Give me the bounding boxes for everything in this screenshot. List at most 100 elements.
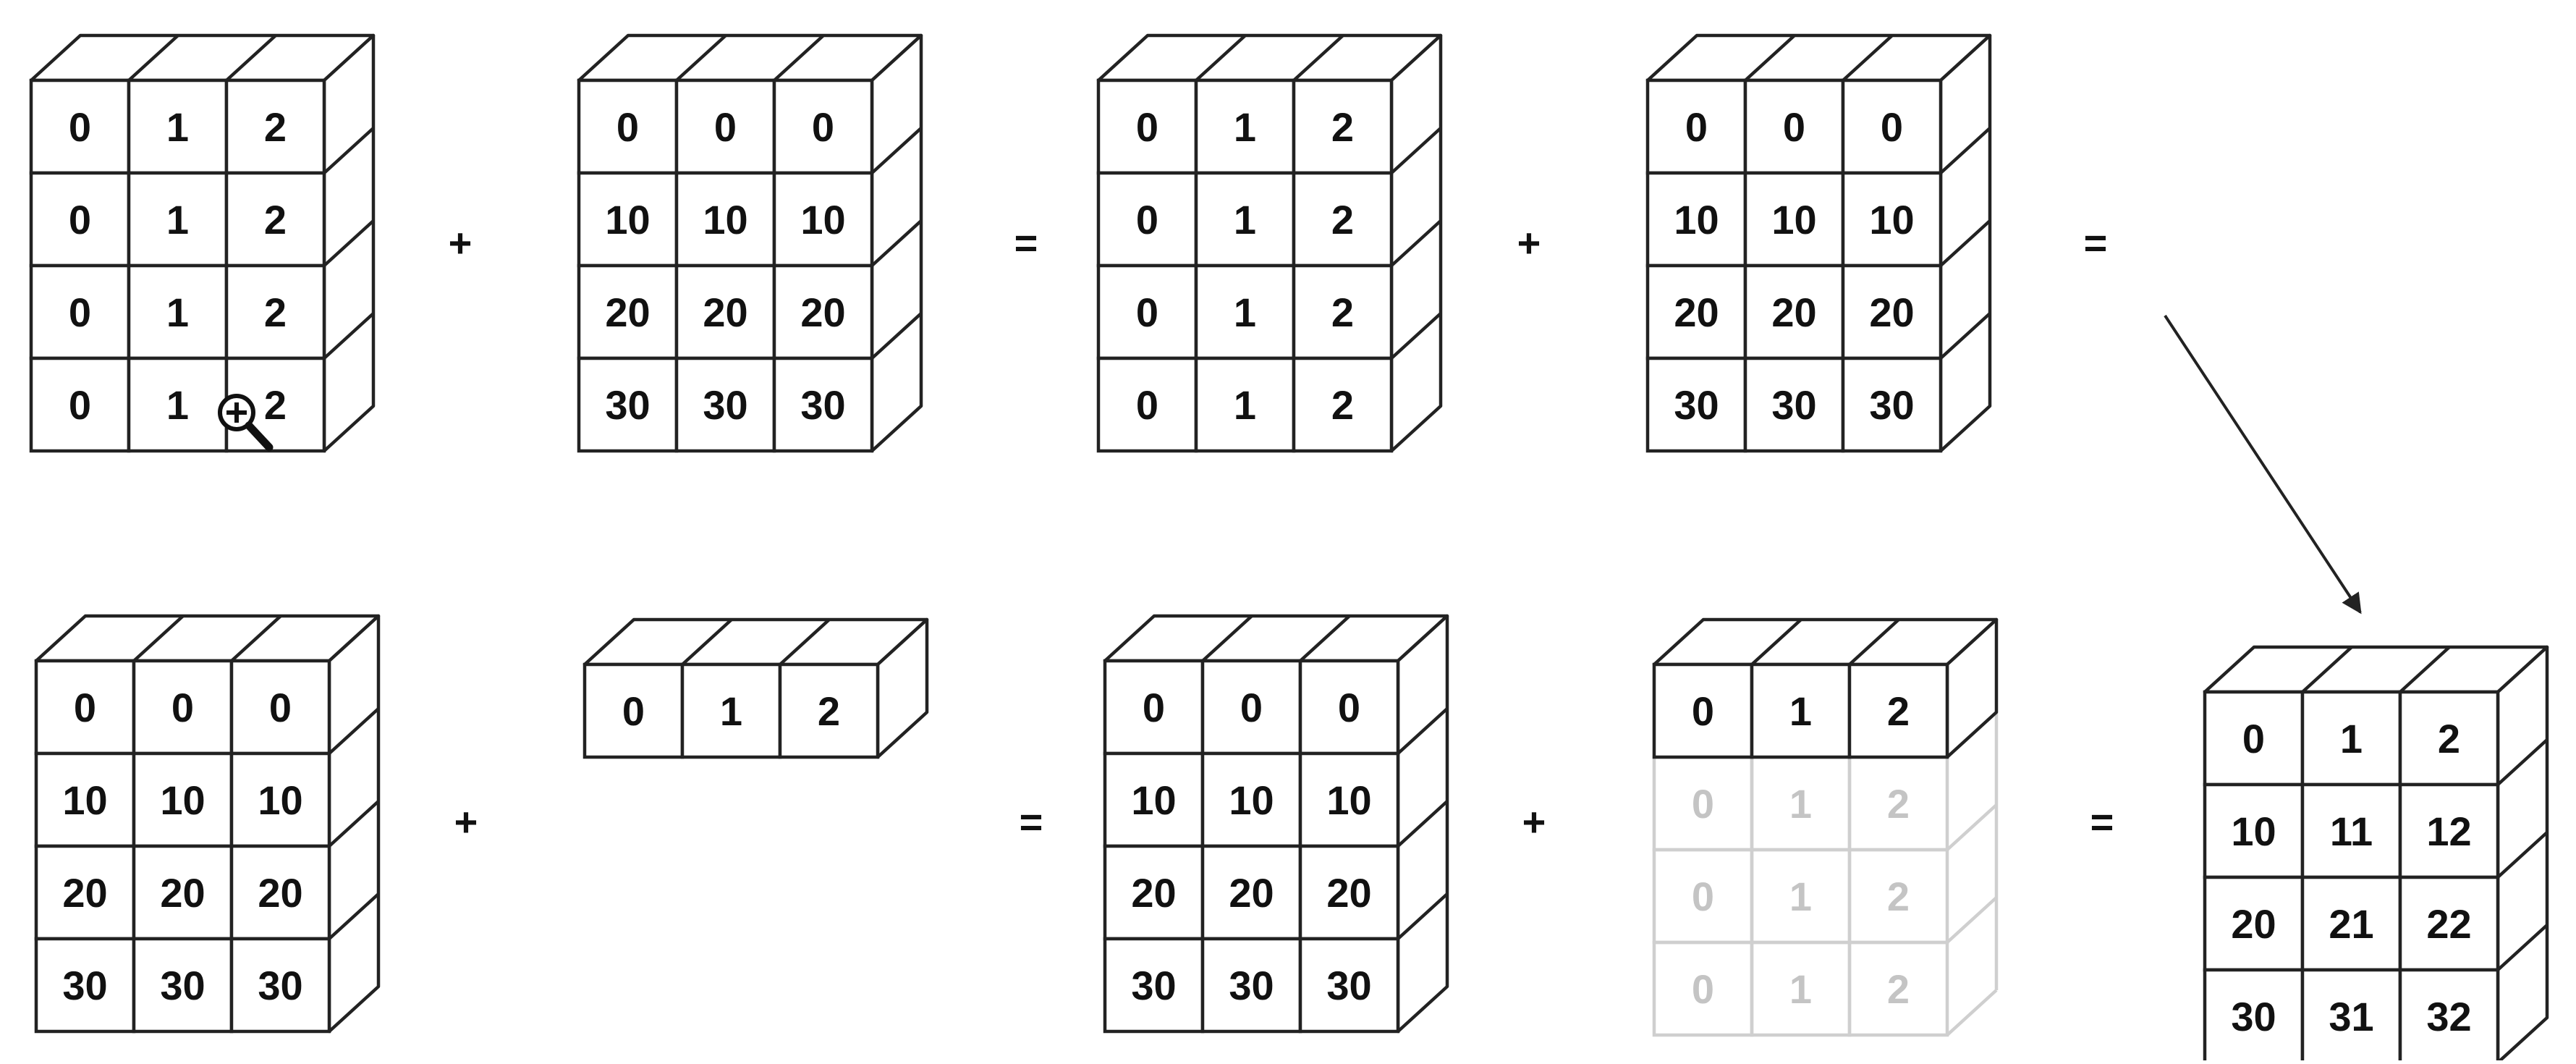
array-cell [229, 659, 331, 756]
block-top-edge [225, 34, 277, 82]
zoom-in-icon [218, 394, 274, 452]
plus-operator: + [1517, 220, 1541, 266]
ghost-edge [1946, 896, 1998, 944]
array-cell [1743, 171, 1845, 268]
block-top-face [1103, 614, 1449, 663]
cell-value: 0 [74, 685, 96, 730]
cell-value: 10 [1229, 777, 1274, 823]
array-cell [229, 937, 331, 1034]
arrow-to-result [2164, 314, 2362, 615]
cell-value: 2 [1887, 688, 1910, 734]
cell-value: 30 [1771, 382, 1816, 428]
block-top-edge [1842, 34, 1894, 82]
plus-operator: + [449, 220, 473, 266]
array-cell [778, 662, 880, 759]
cell-value: 0 [1136, 290, 1158, 335]
block-side-edge [1390, 127, 1442, 174]
cell-value: 1 [166, 382, 189, 428]
cell-value: 20 [2231, 901, 2276, 947]
plus-operator: + [1522, 799, 1546, 845]
cell-value: 2 [2438, 716, 2460, 761]
cell-value: 30 [258, 963, 302, 1008]
array-cell [1096, 78, 1198, 175]
array-cell [1200, 751, 1302, 848]
block-top-face [577, 33, 923, 83]
block-top-face [582, 617, 929, 667]
cell-value: 32 [2426, 994, 2471, 1039]
cell-value: 20 [160, 870, 205, 916]
cell-value: 10 [1674, 197, 1719, 242]
block-top-edge [1750, 618, 1802, 666]
cell-value: 2 [264, 382, 287, 428]
array-cell [224, 78, 326, 175]
ghost-cell-value: 0 [1692, 781, 1714, 827]
cell-value: 20 [1131, 870, 1176, 916]
block-top-edge [127, 34, 179, 82]
array-cell [1200, 937, 1302, 1034]
cell-value: 0 [69, 104, 91, 150]
array-cell [1841, 356, 1943, 453]
array-cell [1194, 356, 1296, 453]
equals-operator: = [1014, 220, 1038, 266]
cell-value: 2 [818, 688, 840, 734]
array-cell [577, 356, 679, 453]
array-cell [2300, 782, 2402, 879]
cell-value: 0 [2242, 716, 2265, 761]
ghost-cell-value: 2 [1887, 874, 1910, 919]
block-top-face [1096, 33, 1443, 83]
array-cell [577, 171, 679, 268]
array-cell [1292, 171, 1394, 268]
array-cell [1298, 751, 1400, 848]
cell-value: 0 [69, 290, 91, 335]
array-cell [1652, 662, 1754, 759]
ghost-cell-value: 1 [1789, 781, 1812, 827]
block-side-edge [1939, 312, 1991, 360]
cell-value: 30 [62, 963, 107, 1008]
array-cell [29, 356, 131, 453]
cell-value: 20 [1869, 290, 1914, 335]
cell-value: 10 [1326, 777, 1371, 823]
cell-value: 0 [1143, 685, 1165, 730]
block-side-edge [2496, 924, 2549, 971]
array-cell [224, 356, 326, 453]
block-side-edge [323, 312, 375, 360]
equals-operator: = [2084, 220, 2108, 266]
block-side-edge [1939, 127, 1991, 174]
cell-value: 30 [800, 382, 845, 428]
cell-value: 10 [62, 777, 107, 823]
block-side-edge [323, 219, 375, 267]
block-side-edge [328, 892, 380, 940]
ghost-cell [1847, 940, 1949, 1037]
array-cell [582, 662, 685, 759]
ghost-cell-value: 0 [1692, 966, 1714, 1012]
ghost-cell-value: 1 [1789, 966, 1812, 1012]
cell-value: 0 [1685, 104, 1708, 150]
cell-value: 22 [2426, 901, 2471, 947]
array-cell [132, 659, 234, 756]
cell-value: 30 [1674, 382, 1719, 428]
block-side-edge [1939, 219, 1991, 267]
cell-value: 0 [1136, 382, 1158, 428]
cell-value: 10 [2231, 808, 2276, 854]
cell-value: 1 [166, 104, 189, 150]
cell-value: 0 [1692, 688, 1714, 734]
cell-value: 20 [1229, 870, 1274, 916]
block-top-face [1645, 33, 1992, 83]
cell-value: 0 [69, 197, 91, 242]
ghost-cell-value: 2 [1887, 781, 1910, 827]
cell-value: 0 [269, 685, 292, 730]
array-cell [1298, 937, 1400, 1034]
array-cell [229, 844, 331, 941]
block-side-edge [2496, 831, 2549, 879]
array-cell [1292, 356, 1394, 453]
cell-value: 1 [1234, 290, 1256, 335]
cell-value: 20 [800, 290, 845, 335]
block-top-edge [1201, 615, 1253, 662]
cell-value: 1 [166, 290, 189, 335]
